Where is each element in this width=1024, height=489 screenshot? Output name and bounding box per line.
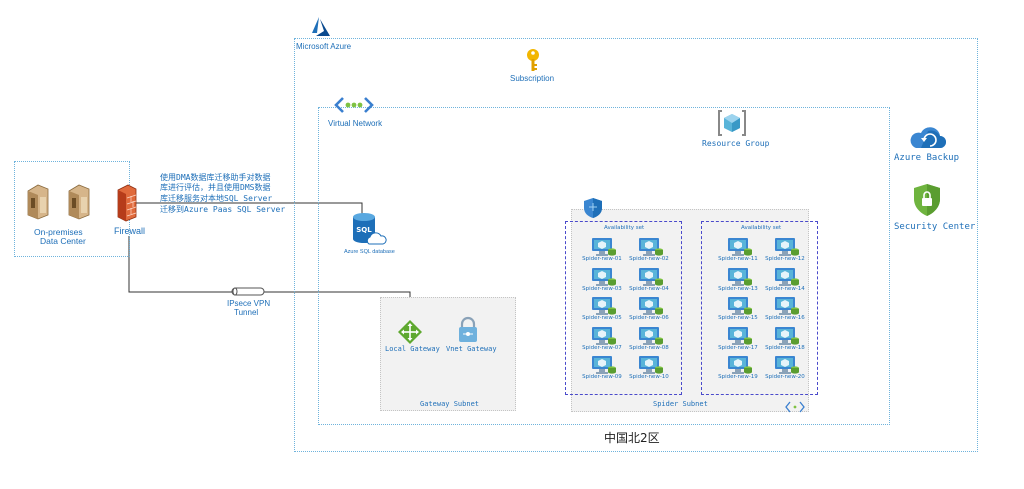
vm-label: Spider-new-17 [718, 344, 758, 351]
availability-set-1-label: Availability set [604, 225, 645, 231]
sql-database-label: Azure SQL database [344, 249, 395, 255]
azure-backup-icon [910, 127, 946, 148]
azure-logo-icon [312, 17, 330, 36]
vm-label: Spider-new-13 [718, 285, 758, 292]
region-label: 中国北2区 [604, 431, 660, 445]
vm-icon [591, 296, 617, 321]
server-icon [68, 184, 90, 220]
azure-boundary [294, 38, 978, 452]
vm-label: Spider-new-15 [718, 315, 758, 321]
firewall-to-sql-line [136, 202, 363, 214]
vm-label: Spider-new-01 [582, 256, 622, 262]
vm-icon [774, 237, 800, 262]
vpn-tunnel-icon [231, 287, 265, 296]
migration-note-line-1: 使用DMA数据库迁移助手对数据 [160, 173, 271, 182]
gateway-subnet-box [380, 297, 516, 411]
vm-icon [638, 326, 664, 351]
subnet-code-icon [785, 401, 805, 413]
vm-icon [638, 237, 664, 262]
vm-label: Spider-new-16 [765, 315, 805, 321]
security-center-icon [914, 184, 940, 216]
security-center-label: Security Center [894, 222, 976, 232]
vm-icon [591, 237, 617, 262]
vm-label: Spider-new-08 [629, 344, 669, 351]
on-premises-label-1: On-premises [34, 227, 83, 237]
vm-icon [727, 326, 753, 351]
vm-label: Spider-new-20 [765, 374, 805, 380]
availability-set-1 [565, 221, 682, 395]
vm-label: Spider-new-07 [582, 344, 622, 351]
gateway-subnet-label: Gateway Subnet [420, 400, 480, 408]
virtual-network-icon [334, 97, 374, 113]
vm-icon [727, 355, 753, 380]
vm-icon [638, 267, 664, 292]
vm-label: Spider-new-14 [765, 285, 805, 292]
vm-label: Spider-new-04 [629, 285, 669, 292]
firewall-label: Firewall [114, 226, 146, 236]
virtual-network-boundary [318, 107, 890, 425]
migration-note-line-2: 库进行评估，并且使用DMS数据 [160, 183, 271, 192]
migration-note-line-4: 迁移到Azure Paas SQL Server [160, 205, 286, 214]
vnet-gateway-label: Vnet Gateway [446, 345, 497, 353]
vm-icon [774, 355, 800, 380]
vm-icon [591, 326, 617, 351]
azure-backup-label: Azure Backup [894, 153, 960, 163]
vm-label: Spider-new-10 [629, 374, 669, 380]
resource-group-icon [718, 110, 746, 136]
subscription-label: Subscription [510, 74, 555, 83]
vm-label: Spider-new-06 [629, 315, 669, 321]
migration-note-line-3: 库迁移服务对本地SQL Server [160, 194, 273, 203]
key-icon [527, 49, 539, 71]
vm-icon [774, 267, 800, 292]
vm-icon [727, 296, 753, 321]
nsg-shield-icon [584, 198, 602, 218]
vm-label: Spider-new-19 [718, 374, 758, 380]
svg-text:SQL: SQL [356, 226, 372, 234]
vm-label: Spider-new-12 [765, 256, 805, 262]
vm-label: Spider-new-18 [765, 344, 805, 351]
vm-label: Spider-new-09 [582, 374, 622, 380]
availability-set-2 [701, 221, 818, 395]
spider-subnet-label: Spider Subnet [653, 400, 708, 408]
vm-label: Spider-new-03 [582, 285, 622, 292]
resource-group-label: Resource Group [702, 139, 770, 148]
firewall-icon [117, 184, 137, 222]
vm-label: Spider-new-05 [582, 315, 622, 321]
vm-icon [727, 267, 753, 292]
local-gateway-label: Local Gateway [385, 345, 440, 353]
vpn-label-2: Tunnel [234, 308, 259, 317]
azure-label: Microsoft Azure [296, 42, 352, 51]
vm-label: Spider-new-02 [629, 256, 669, 262]
sql-database-icon: SQL [353, 213, 387, 245]
on-premises-label-2: Data Center [40, 236, 86, 246]
virtual-network-label: Virtual Network [328, 119, 383, 128]
vm-icon [727, 237, 753, 262]
vm-icon [638, 296, 664, 321]
vm-icon [591, 267, 617, 292]
server-icon [27, 184, 49, 220]
vm-icon [774, 326, 800, 351]
vm-icon [638, 355, 664, 380]
vnet-gateway-icon [459, 316, 477, 342]
vm-label: Spider-new-11 [718, 256, 758, 262]
vpn-label-1: IPsece VPN [227, 299, 271, 308]
local-gateway-icon [398, 320, 422, 344]
vm-icon [591, 355, 617, 380]
availability-set-2-label: Availability set [741, 225, 782, 231]
vm-icon [774, 296, 800, 321]
